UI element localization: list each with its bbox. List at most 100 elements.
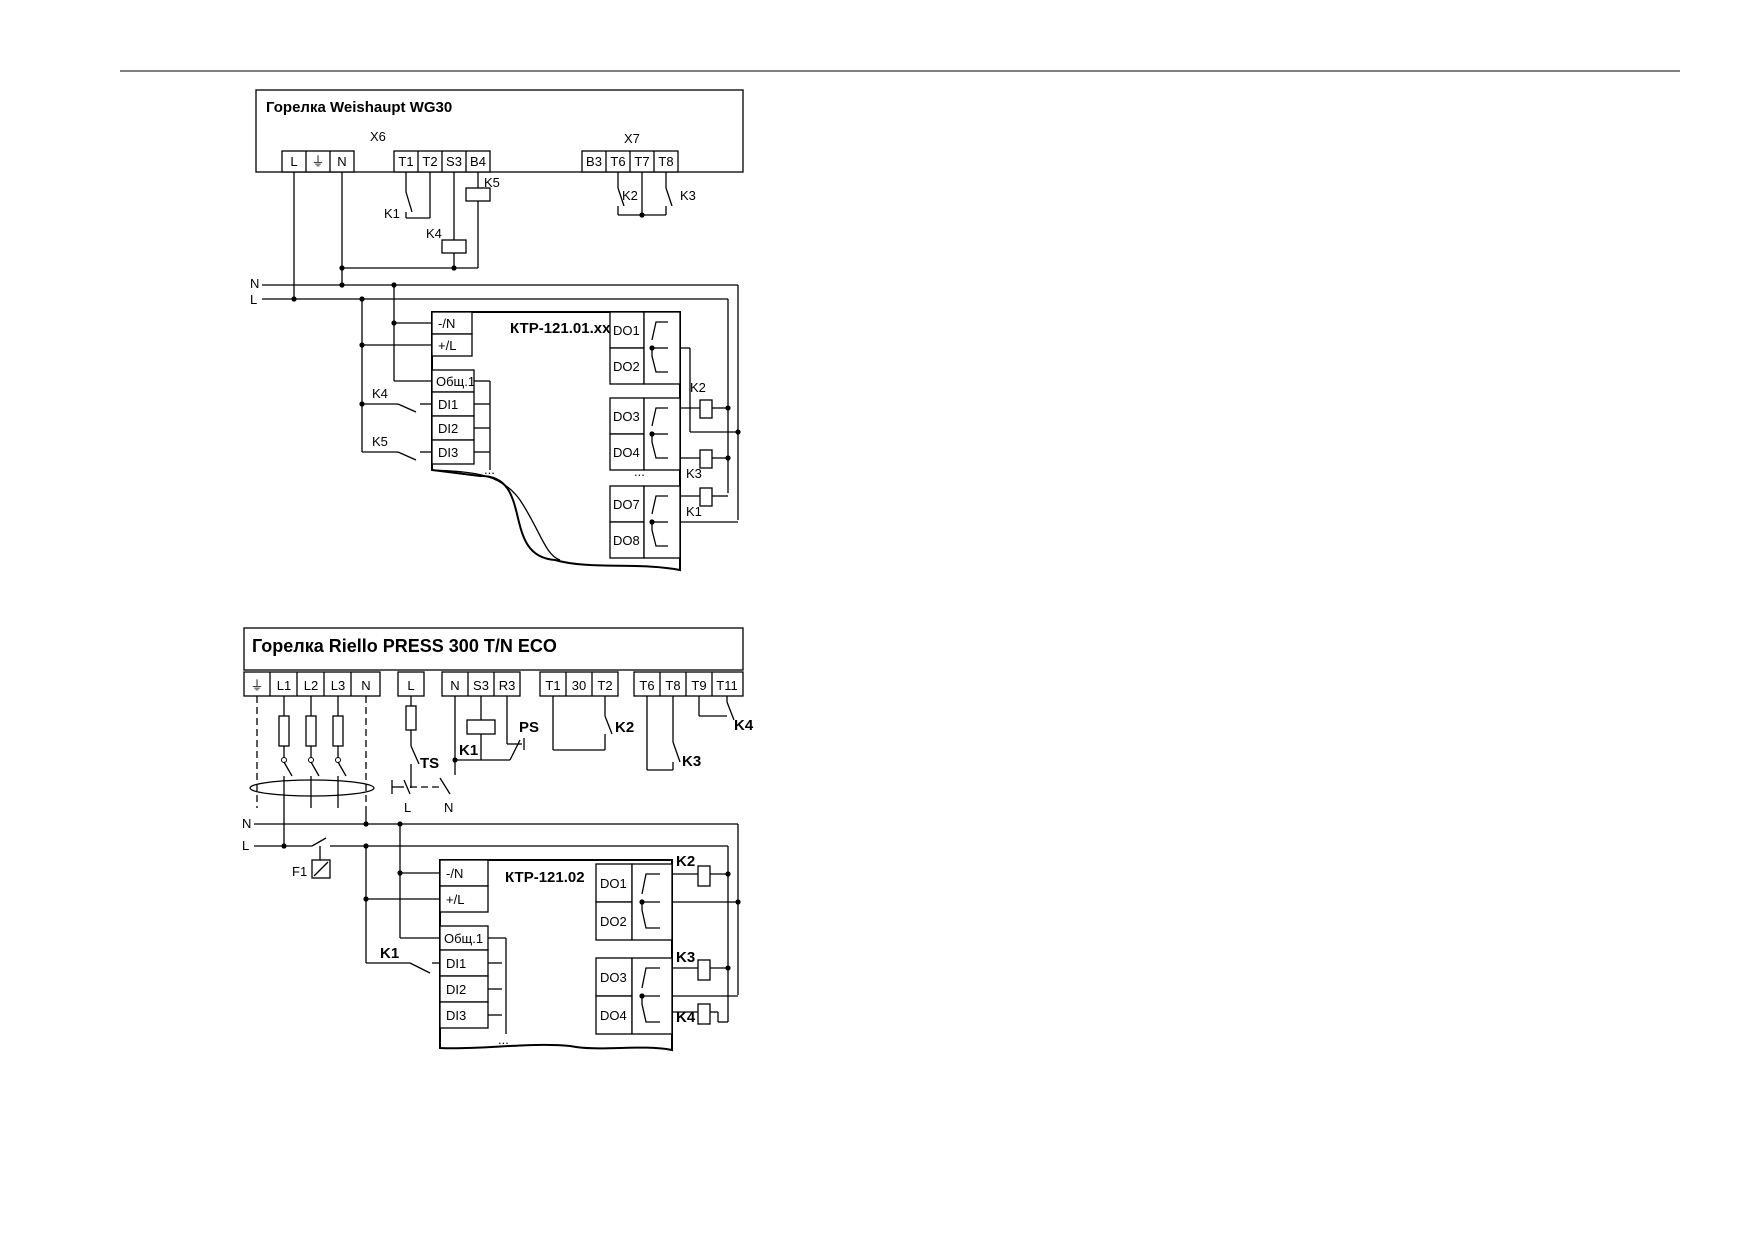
ts-label: TS	[420, 755, 439, 772]
k1-label: K1	[384, 206, 400, 221]
x6-terminal-strip: L ⏚ N T1 T2 S3 B4	[281, 150, 491, 173]
di1-k1-label: K1	[380, 945, 399, 962]
ps-label: PS	[519, 719, 539, 736]
burner-title-2: Горелка Riello PRESS 300 T/N ECO	[252, 636, 557, 656]
coil-k1-label: K1	[686, 504, 702, 519]
k1-coil-ps: K1 PS	[455, 696, 539, 761]
diagram-weishaupt: Горелка Weishaupt WG30 X6 X7 L ⏚ N T1 T2…	[250, 89, 744, 572]
output-do7: DO7	[613, 497, 640, 512]
bus-l-label: L	[250, 292, 257, 307]
terminal-t2: T2	[422, 154, 437, 169]
k4-coil	[441, 239, 467, 254]
terminal-t1: T1	[398, 154, 413, 169]
terminal-l: L	[290, 154, 297, 169]
terminal2-ground: ⏚	[250, 678, 263, 693]
device2-input-di3: DI3	[446, 1008, 466, 1023]
terminal-s3: S3	[446, 154, 462, 169]
terminal2-t9: T9	[691, 678, 706, 693]
diagram-riello: Горелка Riello PRESS 300 T/N ECO ⏚ L1 L2…	[242, 627, 754, 1052]
device2-output-do3: DO3	[600, 970, 627, 985]
output-do8: DO8	[613, 533, 640, 548]
k3-contact-label: K3	[682, 753, 701, 770]
output-do1: DO1	[613, 323, 640, 338]
k2-k3-contacts: K2 K3	[617, 172, 696, 218]
input-di2: DI2	[438, 421, 458, 436]
terminal-b3: B3	[586, 154, 602, 169]
terminal2-30: 30	[572, 678, 586, 693]
device2-output-do2: DO2	[600, 914, 627, 929]
terminal-ground: ⏚	[311, 154, 324, 169]
terminal-n: N	[337, 154, 346, 169]
terminal-t7: T7	[634, 154, 649, 169]
terminal2-t11: T11	[716, 678, 737, 693]
k1-contact: K1	[384, 172, 431, 221]
coil-k3-label: K3	[686, 466, 702, 481]
di1-k4-label: K4	[372, 386, 388, 401]
x7-terminal-strip: B3 T6 T7 T8	[581, 150, 679, 173]
di3-k5-label: K5	[372, 434, 388, 449]
terminal2-l2: L2	[304, 678, 318, 693]
k5-label: K5	[484, 175, 500, 190]
terminal2-l1: L1	[277, 678, 291, 693]
k3-label: K3	[680, 188, 696, 203]
terminal2-t6: T6	[639, 678, 654, 693]
t1-t2-k2: K2	[552, 696, 634, 751]
ts-n-label: N	[444, 800, 453, 815]
terminal2-s3: S3	[473, 678, 489, 693]
riello-terminals: ⏚ L1 L2 L3 N L N S3 R3 T1 30 T2 T6 T8	[243, 671, 744, 697]
ts-thermostat: TS L N	[391, 696, 458, 815]
coil-k2-label: K2	[690, 380, 706, 395]
k2-contact-label: K2	[615, 719, 634, 736]
burner-block-2	[243, 627, 744, 671]
terminal-t6: T6	[610, 154, 625, 169]
bus2-l-label: L	[242, 838, 249, 853]
k2-label: K2	[622, 188, 638, 203]
input-di1: DI1	[438, 397, 458, 412]
device2-power-plus-l: +/L	[446, 892, 464, 907]
output-do2: DO2	[613, 359, 640, 374]
ktr-121-02-device: КТР-121.02 -/N +/L Общ.1 DI1 DI2 DI3 ...…	[439, 859, 673, 1052]
t9-t11-k4: K4	[698, 696, 754, 734]
device2-output-do4: DO4	[600, 1008, 627, 1023]
device2-input-di1: DI1	[446, 956, 466, 971]
terminal2-t8: T8	[665, 678, 680, 693]
device2-power-minus-n: -/N	[446, 866, 463, 881]
t6-t8-k3: K3	[646, 696, 701, 771]
x6-label: X6	[370, 129, 386, 144]
bus2-n-label: N	[242, 816, 251, 831]
terminal2-r3: R3	[499, 678, 516, 693]
f1-breaker: F1	[292, 846, 331, 879]
bus-n-label: N	[250, 276, 259, 291]
device2-output-do1: DO1	[600, 876, 627, 891]
ktr-121-01-device: КТР-121.01.xx -/N +/L Общ.1 DI1 DI2 DI3 …	[431, 311, 681, 572]
output-do3: DO3	[613, 409, 640, 424]
outputs-ellipsis: ...	[634, 464, 645, 479]
device2-coil-k3: K3	[676, 949, 695, 966]
device2-output-coils: K2 K3 K4	[672, 853, 741, 1026]
terminal2-n: N	[361, 678, 370, 693]
power-minus-n: -/N	[438, 316, 455, 331]
input-common: Общ.1	[436, 374, 475, 389]
terminal2-l3: L3	[331, 678, 345, 693]
terminal-b4: B4	[470, 154, 486, 169]
device2-input-di2: DI2	[446, 982, 466, 997]
input-di3: DI3	[438, 445, 458, 460]
terminal2-t2: T2	[597, 678, 612, 693]
burner-title: Горелка Weishaupt WG30	[266, 99, 452, 116]
device2-input-common: Общ.1	[444, 931, 483, 946]
terminal2-t1: T1	[545, 678, 560, 693]
k1-coil-label: K1	[459, 742, 478, 759]
power-plus-l: +/L	[438, 338, 456, 353]
device-name: КТР-121.01.xx	[510, 320, 611, 337]
device2-coil-k2: K2	[676, 853, 695, 870]
f1-label: F1	[292, 864, 307, 879]
three-phase-fuses	[249, 696, 375, 808]
device2-name: КТР-121.02	[505, 869, 585, 886]
x7-label: X7	[624, 131, 640, 146]
output-coils: K2 K3 K1	[680, 347, 741, 523]
device2-coil-k4: K4	[676, 1009, 696, 1026]
ts-l-label: L	[404, 800, 411, 815]
output-do4: DO4	[613, 445, 640, 460]
